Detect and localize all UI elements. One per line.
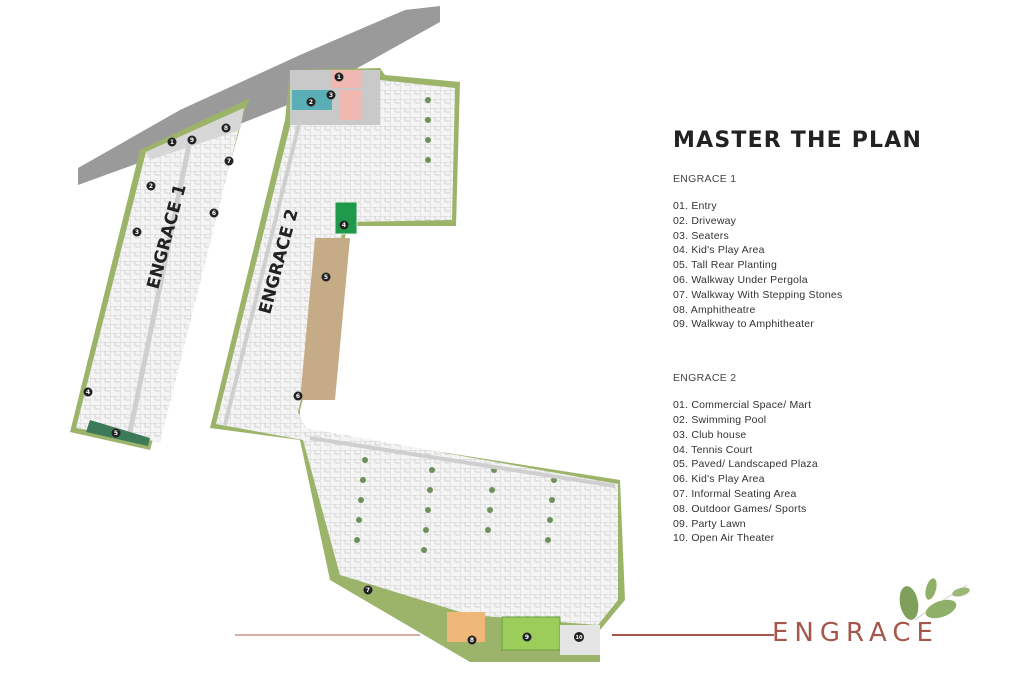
svg-text:8: 8 — [470, 637, 474, 644]
marker-e1-8[interactable]: 8 — [221, 123, 231, 133]
svg-text:6: 6 — [212, 210, 216, 217]
legend-item: 04. Kid's Play Area — [673, 244, 765, 257]
marker-e1-5[interactable]: 5 — [111, 428, 121, 438]
marker-e2-6[interactable]: 6 — [293, 391, 303, 401]
legend-list-engrace-2: 01. Commercial Space/ Mart 02. Swimming … — [673, 398, 993, 546]
legend-item: 09. Party Lawn — [673, 517, 746, 530]
marker-e2-3[interactable]: 3 — [326, 90, 336, 100]
svg-text:10: 10 — [576, 635, 583, 641]
svg-text:2: 2 — [309, 99, 313, 106]
svg-text:3: 3 — [329, 92, 333, 99]
svg-text:7: 7 — [366, 587, 370, 594]
marker-e2-10[interactable]: 10 — [574, 632, 584, 642]
legend-item: 08. Outdoor Games/ Sports — [673, 502, 807, 515]
svg-text:6: 6 — [296, 393, 300, 400]
svg-text:9: 9 — [190, 137, 194, 144]
svg-text:2: 2 — [149, 183, 153, 190]
leaf-logo-icon — [899, 578, 970, 621]
marker-e2-7[interactable]: 7 — [363, 585, 373, 595]
legend-item: 08. Amphitheatre — [673, 303, 756, 316]
divider-line-left — [235, 634, 420, 636]
svg-text:5: 5 — [324, 274, 328, 281]
legend-item: 06. Walkway Under Pergola — [673, 273, 808, 286]
legend-item: 07. Walkway With Stepping Stones — [673, 288, 843, 301]
legend-item: 02. Swimming Pool — [673, 413, 767, 426]
svg-text:1: 1 — [170, 139, 174, 146]
legend-item: 07. Informal Seating Area — [673, 487, 797, 500]
legend-item: 03. Club house — [673, 428, 747, 441]
svg-text:3: 3 — [135, 229, 139, 236]
marker-e2-4[interactable]: 4 — [339, 220, 349, 230]
engrace-2-markers: 1 2 3 4 5 6 7 8 9 10 — [293, 72, 584, 645]
marker-e2-2[interactable]: 2 — [306, 97, 316, 107]
legend-item: 02. Driveway — [673, 214, 737, 227]
marker-e1-1[interactable]: 1 — [167, 137, 177, 147]
marker-e1-2[interactable]: 2 — [146, 181, 156, 191]
marker-e2-9[interactable]: 9 — [522, 632, 532, 642]
legend-title: MASTER THE PLAN — [673, 128, 923, 153]
legend-item: 01. Commercial Space/ Mart — [673, 399, 812, 412]
svg-text:1: 1 — [337, 74, 341, 81]
legend-item: 06. Kid's Play Area — [673, 473, 765, 486]
marker-e2-5[interactable]: 5 — [321, 272, 331, 282]
legend-item: 03. Seaters — [673, 229, 729, 242]
svg-text:4: 4 — [342, 222, 346, 229]
legend-list-engrace-1: 01. Entry 02. Driveway 03. Seaters 04. K… — [673, 199, 993, 332]
engrace-1-markers: 1 2 3 4 5 6 7 8 9 — [83, 123, 234, 438]
brand-logo-text: ENGRACE — [772, 618, 939, 648]
legend-item: 05. Paved/ Landscaped Plaza — [673, 458, 818, 471]
legend-section-engrace-2-title: ENGRACE 2 — [673, 372, 737, 385]
marker-e1-7[interactable]: 7 — [224, 156, 234, 166]
svg-text:9: 9 — [525, 634, 529, 641]
marker-e1-9[interactable]: 9 — [187, 135, 197, 145]
svg-text:8: 8 — [224, 125, 228, 132]
marker-e1-3[interactable]: 3 — [132, 227, 142, 237]
legend-item: 10. Open Air Theater — [673, 532, 775, 545]
legend-item: 04. Tennis Court — [673, 443, 753, 456]
legend-section-engrace-1-title: ENGRACE 1 — [673, 173, 737, 185]
legend-item: 05. Tall Rear Planting — [673, 259, 778, 272]
svg-text:4: 4 — [86, 389, 90, 396]
svg-text:7: 7 — [227, 158, 231, 165]
marker-e2-1[interactable]: 1 — [334, 72, 344, 82]
legend-item: 09. Walkway to Amphitheater — [673, 318, 814, 331]
brand-divider-line — [612, 634, 774, 636]
legend-item: 01. Entry — [673, 200, 717, 212]
marker-e2-8[interactable]: 8 — [467, 635, 477, 645]
marker-e1-6[interactable]: 6 — [209, 208, 219, 218]
marker-e1-4[interactable]: 4 — [83, 387, 93, 397]
legend-panel: MASTER THE PLAN ENGRACE 1 01. Entry 02. … — [673, 128, 993, 546]
svg-text:5: 5 — [114, 430, 118, 437]
engrace-2-plot — [210, 68, 625, 662]
